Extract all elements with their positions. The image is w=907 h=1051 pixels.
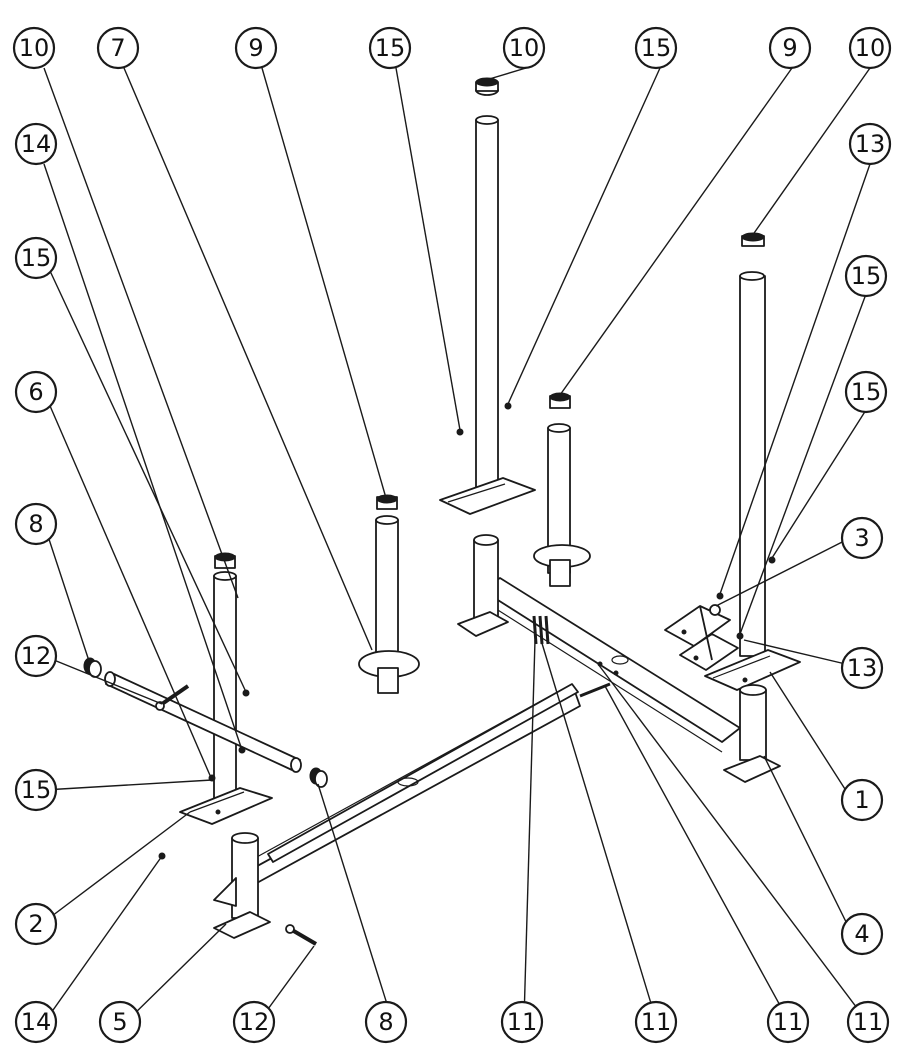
svg-text:6: 6: [28, 378, 43, 406]
callout-left-1: 14: [14, 122, 58, 166]
svg-text:2: 2: [28, 910, 43, 938]
callout-top-8: 10: [848, 26, 892, 70]
callout-bottom-3: 12: [232, 1000, 276, 1044]
leader-lines: [43, 67, 871, 1021]
svg-text:11: 11: [641, 1008, 672, 1036]
svg-text:11: 11: [507, 1008, 538, 1036]
long-side-bar: [213, 683, 581, 939]
callout-top-1: 10: [12, 26, 56, 70]
svg-text:7: 7: [110, 34, 125, 62]
svg-text:9: 9: [782, 34, 797, 62]
callout-bottom-8: 11: [846, 1000, 890, 1044]
crossbar-tube: [104, 671, 302, 773]
callout-left-3: 6: [14, 370, 58, 414]
cap-10-top: [475, 77, 499, 96]
svg-text:15: 15: [851, 262, 882, 290]
bracket-3: [664, 604, 739, 671]
callout-top-2: 7: [96, 26, 140, 70]
svg-text:12: 12: [21, 642, 52, 670]
svg-text:3: 3: [854, 524, 869, 552]
callout-bottom-2: 5: [98, 1000, 142, 1044]
svg-text:9: 9: [248, 34, 263, 62]
callout-right-5: 13: [840, 646, 884, 690]
callout-bottom-5: 11: [500, 1000, 544, 1044]
svg-text:10: 10: [855, 34, 886, 62]
callout-bottom-4: 8: [364, 1000, 408, 1044]
callout-bottom-1: 14: [14, 1000, 58, 1044]
callout-left-5: 12: [14, 634, 58, 678]
callout-top-6: 15: [634, 26, 678, 70]
callout-top-4: 15: [368, 26, 412, 70]
callout-bottom-7: 11: [766, 1000, 810, 1044]
callout-right-1: 13: [848, 122, 892, 166]
end-cap-8-right: [309, 767, 328, 788]
bolt-12-bottom: [285, 924, 318, 946]
svg-text:1: 1: [854, 786, 869, 814]
cap-9-right: [549, 392, 571, 409]
callout-right-3: 15: [844, 370, 888, 414]
callout-bottom-6: 11: [634, 1000, 678, 1044]
svg-text:10: 10: [19, 34, 50, 62]
svg-text:13: 13: [855, 130, 886, 158]
tall-pole-right: [704, 271, 801, 691]
svg-text:15: 15: [21, 244, 52, 272]
callout-right-2: 15: [844, 254, 888, 298]
cap-10-right: [741, 232, 765, 247]
svg-text:14: 14: [21, 1008, 52, 1036]
callout-left-6: 15: [14, 768, 58, 812]
short-post-collar-left: [358, 515, 420, 694]
callout-right-6: 1: [840, 778, 884, 822]
callout-top-3: 9: [234, 26, 278, 70]
svg-text:11: 11: [773, 1008, 804, 1036]
svg-text:15: 15: [641, 34, 672, 62]
short-post-collar-right: [533, 423, 591, 587]
pole-left: [179, 571, 273, 825]
svg-text:8: 8: [378, 1008, 393, 1036]
svg-text:8: 8: [28, 510, 43, 538]
svg-text:15: 15: [851, 378, 882, 406]
svg-text:5: 5: [112, 1008, 127, 1036]
svg-text:12: 12: [239, 1008, 270, 1036]
svg-text:4: 4: [854, 920, 869, 948]
tall-pole-center: [439, 115, 536, 515]
callout-top-5: 10: [502, 26, 546, 70]
cap-9-left: [376, 494, 398, 510]
svg-text:10: 10: [509, 34, 540, 62]
svg-text:14: 14: [21, 130, 52, 158]
svg-text:13: 13: [847, 654, 878, 682]
svg-text:15: 15: [21, 776, 52, 804]
svg-text:15: 15: [375, 34, 406, 62]
callout-right-4: 3: [840, 516, 884, 560]
callout-left-2: 15: [14, 236, 58, 280]
callout-top-7: 9: [768, 26, 812, 70]
callout-right-7: 4: [840, 912, 884, 956]
end-cap-8-left: [83, 657, 102, 678]
svg-text:11: 11: [853, 1008, 884, 1036]
callout-left-4: 8: [14, 502, 58, 546]
callout-left-7: 2: [14, 902, 58, 946]
